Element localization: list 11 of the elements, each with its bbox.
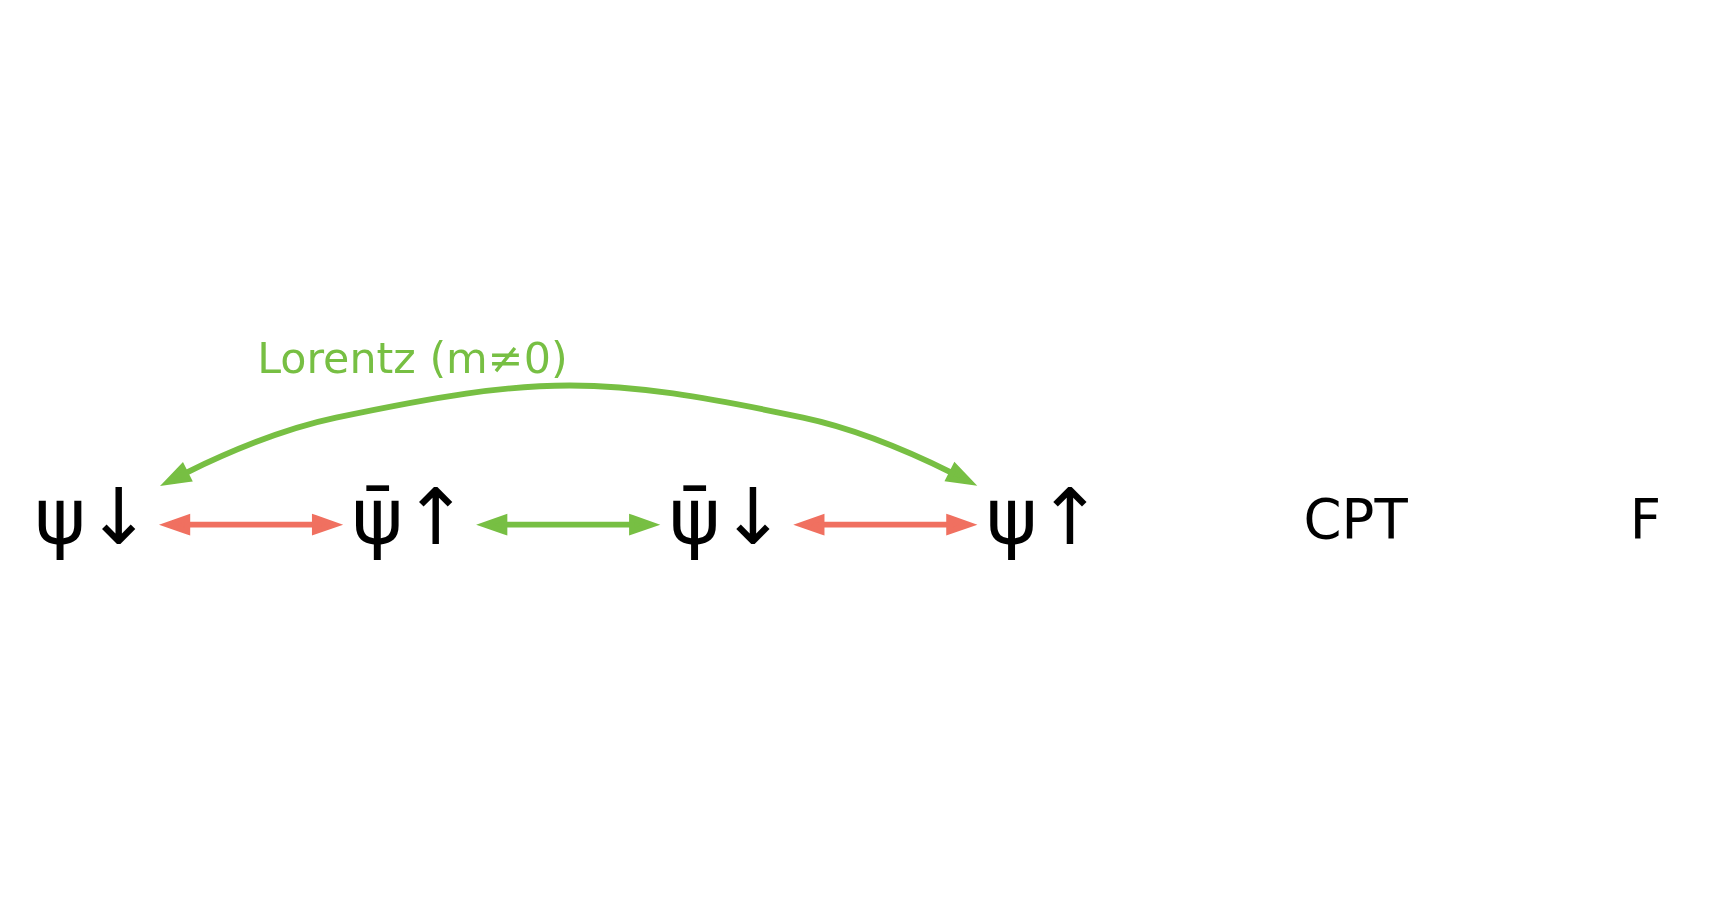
label: CPT (1303, 487, 1408, 552)
label: F (1629, 487, 1662, 552)
node-text: ψ̄↓ (668, 472, 786, 563)
arrow (793, 513, 978, 536)
arrow (476, 513, 661, 536)
arrow (160, 382, 978, 486)
edge-label: Lorentz (m≠0) (257, 333, 568, 384)
node-text: ψ↑ (986, 472, 1103, 563)
node-text: ψ↓ (34, 472, 152, 563)
arrow (158, 513, 344, 536)
node-text: ψ̄↑ (351, 472, 469, 563)
